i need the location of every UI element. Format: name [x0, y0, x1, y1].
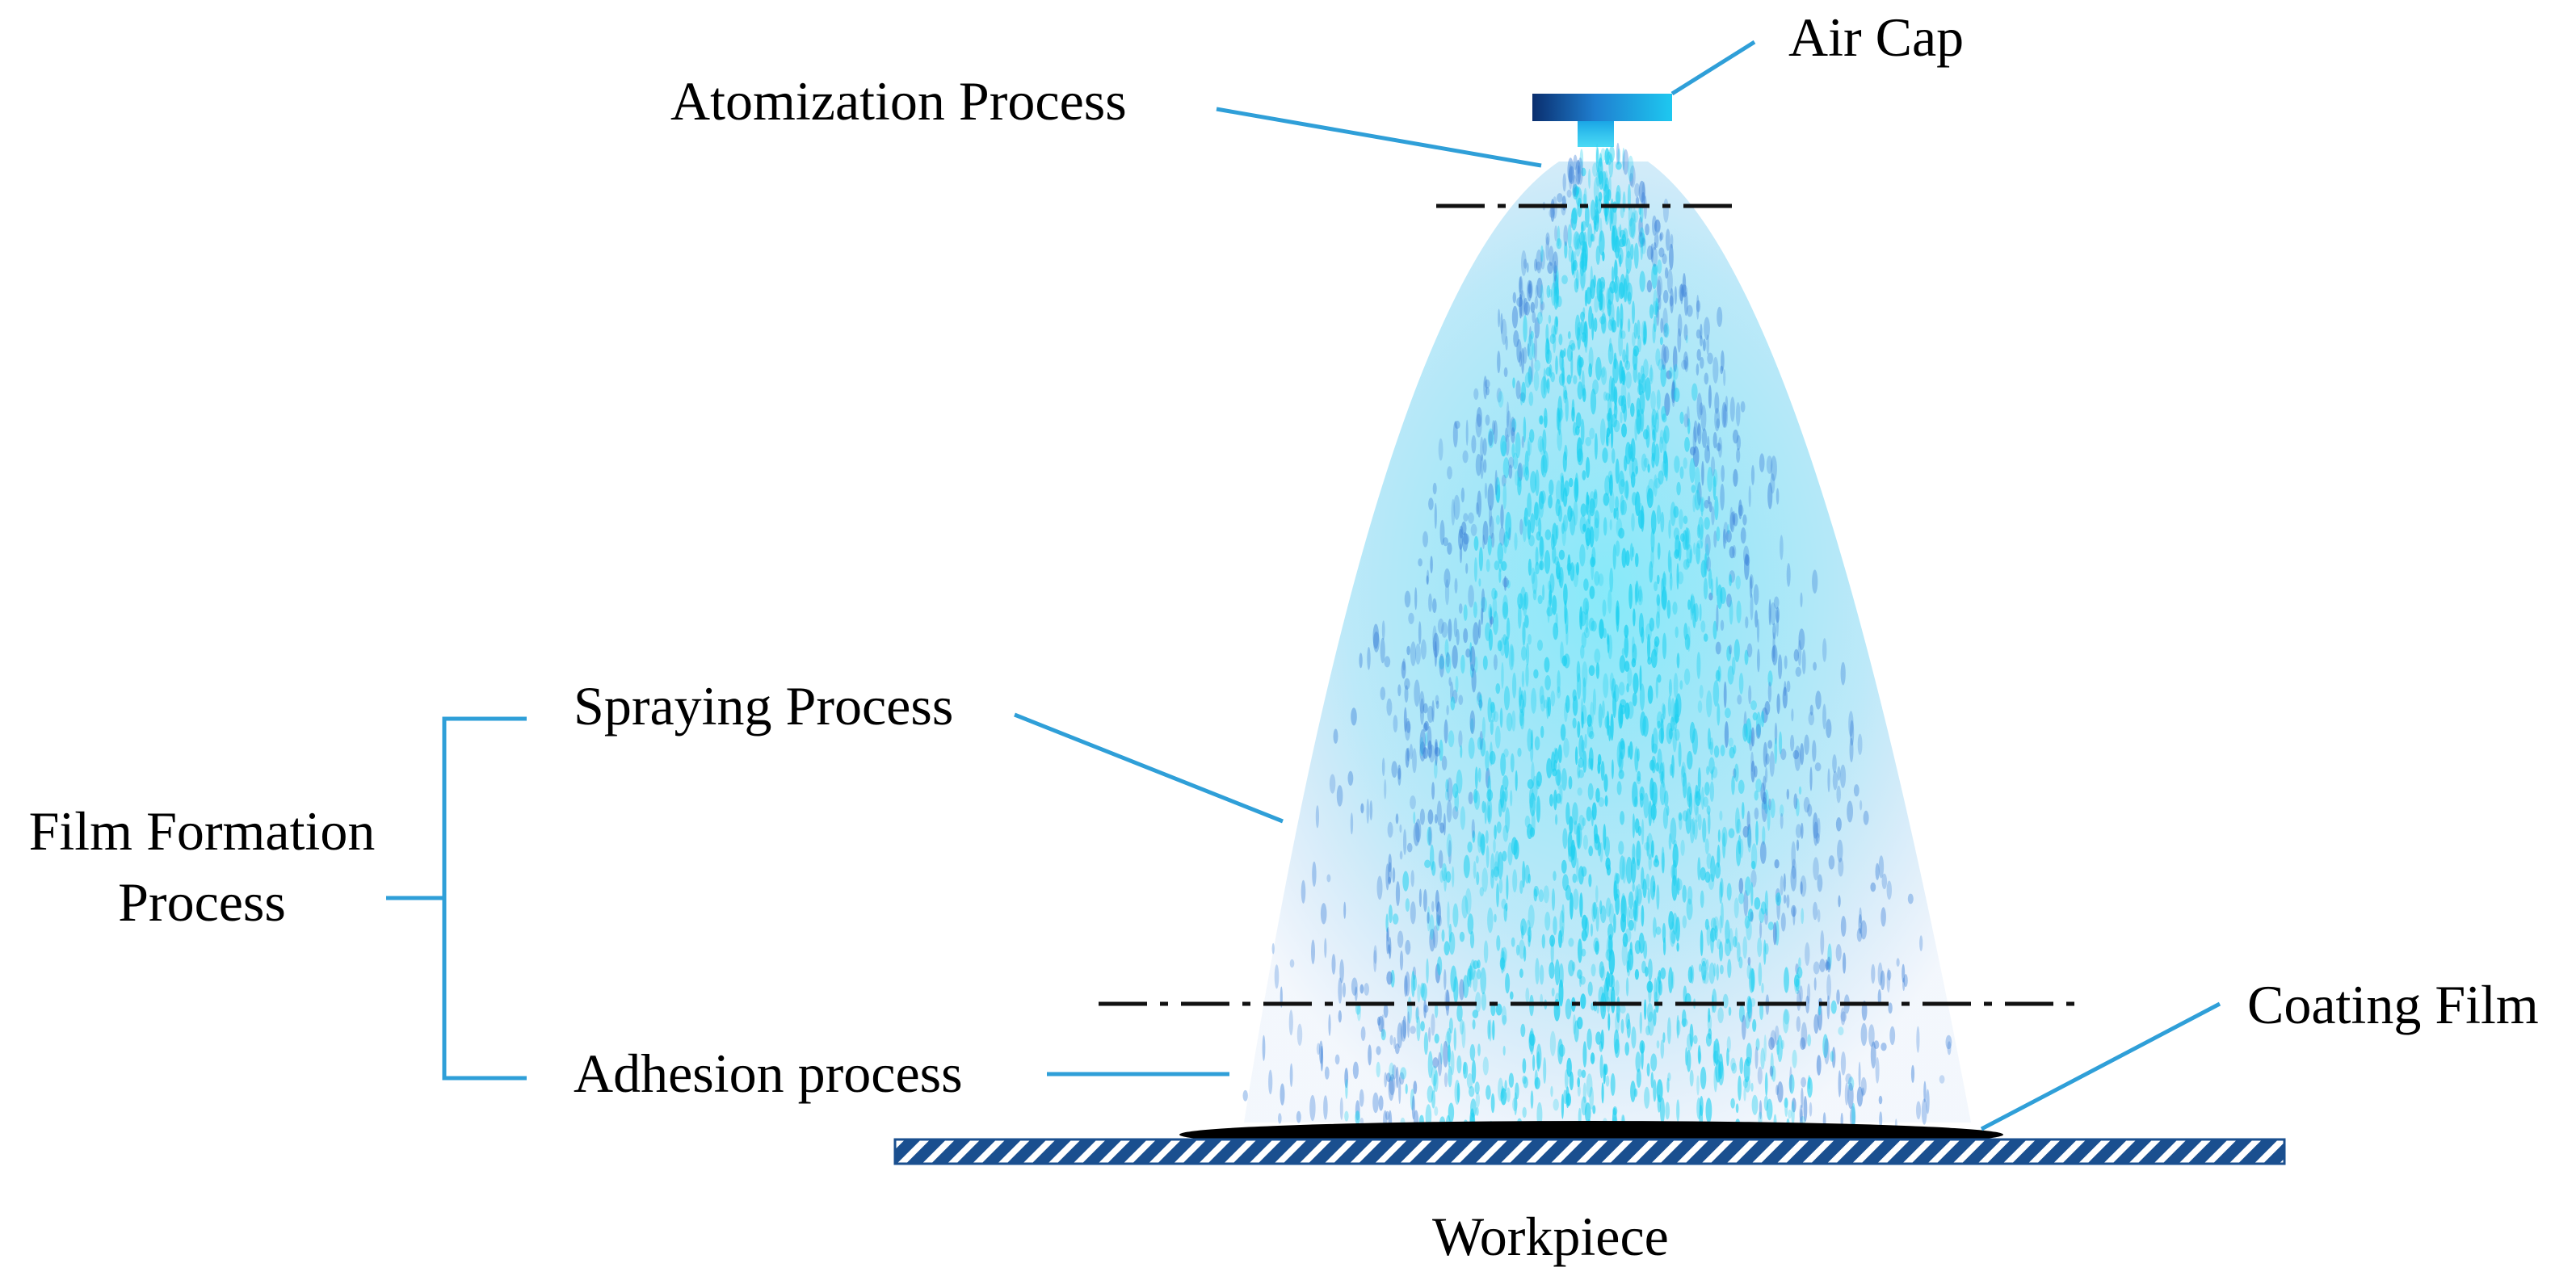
air-cap-label: Air Cap — [1788, 6, 1965, 68]
air-cap-nozzle-icon — [1532, 94, 1672, 147]
air-cap-leader-line — [1670, 40, 1756, 96]
film-formation-process-label: Film Formation Process — [0, 795, 404, 938]
spraying-leader-line — [1014, 712, 1284, 824]
atomization-process-label: Atomization Process — [670, 70, 1127, 132]
workpiece-plate — [893, 1138, 2286, 1165]
spraying-process-label: Spraying Process — [574, 675, 954, 737]
film-formation-bracket — [386, 716, 527, 1081]
coating-film-label: Coating Film — [2247, 974, 2539, 1035]
atomization-leader-line — [1216, 107, 1542, 168]
adhesion-process-label: Adhesion process — [574, 1043, 963, 1104]
film-formation-line-2: Process — [118, 871, 286, 934]
spray-droplets — [1242, 142, 1952, 1137]
workpiece-label: Workpiece — [1432, 1206, 1669, 1267]
coating-film-leader-line — [1980, 1001, 2221, 1131]
film-formation-line-1: Film Formation — [28, 800, 376, 862]
